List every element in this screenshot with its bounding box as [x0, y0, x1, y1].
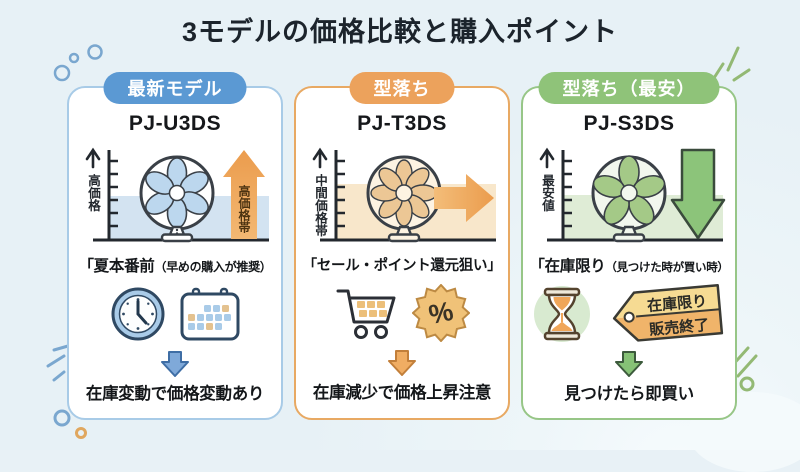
icon-row: % — [296, 280, 508, 346]
deco-circles-top-left — [53, 44, 103, 82]
card-older-model-cheapest: 型落ち（最安） PJ-S3DS — [521, 72, 737, 420]
conclusion-text: 在庫減少で価格上昇注意 — [312, 384, 492, 402]
tag-line-1: 在庫限り — [646, 292, 707, 315]
price-chart-svg — [85, 147, 269, 243]
deco-dots-bottom-left — [53, 409, 87, 439]
icon-row — [69, 281, 281, 347]
quote-sub: （見つけた時が買い時） — [605, 262, 729, 274]
price-chart-svg — [539, 147, 726, 243]
axis-up-arrow-icon — [539, 147, 555, 169]
price-chart-high: 高価格 高価格帯 — [79, 143, 271, 245]
axis-label: 最安値 — [540, 174, 554, 212]
price-chart-low: 最安値 — [533, 143, 726, 245]
trend-down-arrow-icon — [670, 148, 726, 240]
quote-main: 「在庫限り — [529, 258, 606, 275]
price-tag: 在庫限り 販売終了 — [612, 284, 724, 342]
price-chart-svg — [312, 147, 496, 243]
quote-sub: （早めの購入が推奨） — [154, 260, 272, 274]
conclusion-text: 見つけたら即買い — [564, 385, 694, 403]
price-chart-mid: 中間価格帯 — [306, 143, 498, 245]
buy-timing-quote: 「夏本番前（早めの購入が推奨） — [71, 254, 279, 276]
fan-icon — [366, 155, 442, 243]
model-name: PJ-S3DS — [583, 112, 675, 135]
tag-line-2: 販売終了 — [649, 316, 710, 339]
axis-up-arrow-icon — [312, 147, 328, 169]
badge-latest-model: 最新モデル — [103, 72, 247, 104]
fan-icon — [591, 155, 667, 243]
axis-ticks — [563, 159, 572, 228]
model-name: PJ-U3DS — [128, 112, 222, 135]
card-latest-model: 最新モデル PJ-U3DS — [67, 72, 283, 420]
step-down-arrow-icon — [161, 351, 189, 377]
trend-right-arrow-icon — [434, 174, 494, 222]
hourglass-icon — [534, 286, 590, 342]
axis-up-arrow-icon — [85, 147, 101, 169]
axis-ticks — [336, 159, 345, 228]
fan-icon — [139, 155, 215, 243]
cart-icon — [336, 289, 396, 339]
card-older-model: 型落ち PJ-T3DS — [294, 72, 510, 420]
model-name: PJ-T3DS — [357, 112, 447, 135]
calendar-icon — [180, 287, 240, 341]
quote-main: 「夏本番前 — [78, 258, 155, 275]
step-down-arrow-icon — [388, 350, 416, 376]
step-down-arrow-icon — [615, 351, 643, 377]
buy-timing-quote: 「セール・ポイント還元狙い」 — [298, 254, 506, 275]
conclusion-text: 在庫変動で価格変動あり — [85, 385, 265, 403]
axis-label: 中間価格帯 — [313, 174, 327, 237]
quote-main: 「セール・ポイント還元狙い」 — [302, 258, 502, 274]
badge-older-model: 型落ち — [349, 72, 455, 104]
buy-timing-quote: 「在庫限り（見つけた時が買い時） — [525, 254, 733, 276]
icon-row: 在庫限り 販売終了 — [523, 281, 735, 347]
trend-arrow-label: 高価格帯 — [237, 185, 251, 233]
percent-badge-icon: % — [412, 284, 470, 342]
deco-sparkle-bottom-left — [46, 344, 70, 382]
clock-icon — [111, 287, 165, 341]
page-title: 3モデルの価格比較と購入ポイント — [181, 17, 618, 47]
axis-ticks — [109, 159, 118, 228]
trend-up-arrow-icon — [223, 150, 265, 239]
deco-sparkle-top-right — [712, 46, 751, 82]
axis-label: 高価格 — [86, 174, 100, 212]
badge-older-model-cheapest: 型落ち（最安） — [538, 72, 720, 104]
